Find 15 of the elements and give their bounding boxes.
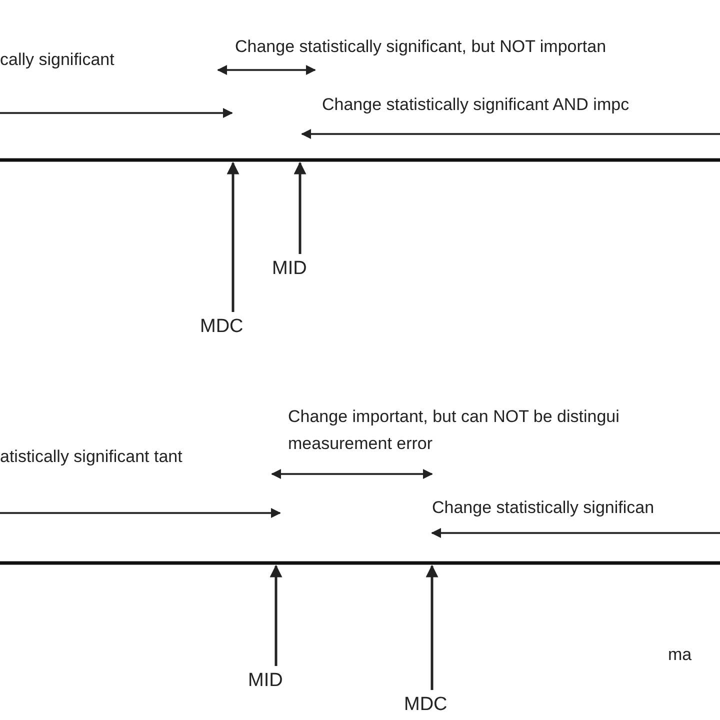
annotation-text: Change statistically significant, but NOT importan	[235, 36, 606, 58]
pointer-arrow	[294, 162, 306, 254]
pointer-arrow	[426, 564, 438, 690]
marker-label: MDC	[200, 316, 244, 338]
marker-label: MID	[272, 258, 307, 280]
marker-label: MID	[248, 670, 283, 692]
annotation-text: Change statistically significant AND impc	[322, 94, 630, 116]
annotation-text: cally significant	[0, 49, 114, 71]
pointer-arrow	[226, 162, 240, 312]
marker-label: MDC	[404, 694, 448, 716]
annotation-text: Change statistically significan	[432, 497, 654, 519]
annotation-text: atistically significant tant	[0, 446, 184, 468]
annotation-text: Change important, but can NOT be distingui measurement error	[288, 406, 620, 455]
pointer-arrow	[270, 564, 282, 666]
annotation-text: ma	[668, 644, 692, 666]
